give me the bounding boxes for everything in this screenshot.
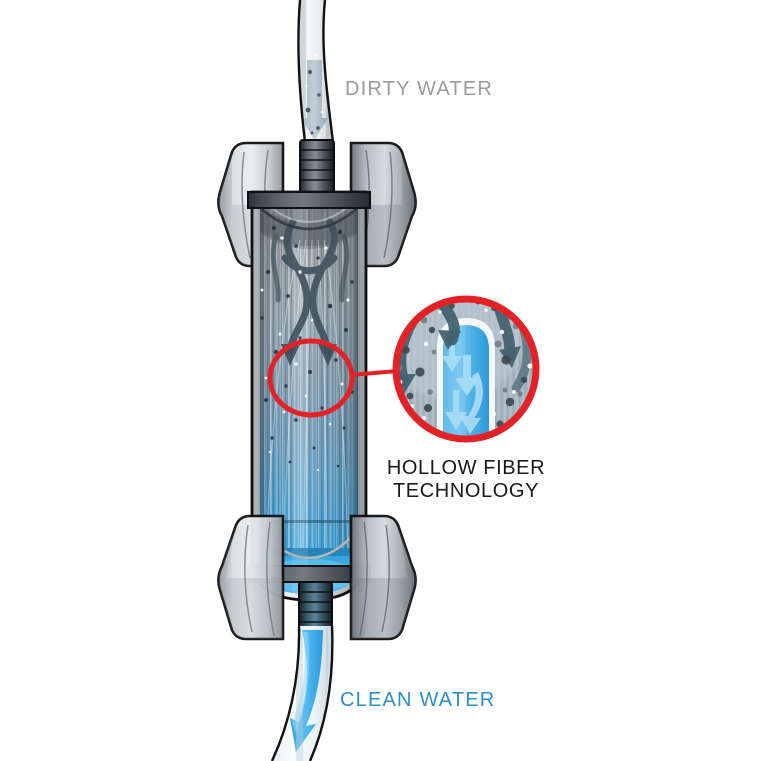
dirty-flow-arrows-2 [270, 233, 350, 303]
inlet-particles [305, 69, 321, 135]
dirty-water-label: DIRTY WATER [345, 78, 493, 100]
callout-source-marker[interactable] [267, 338, 355, 418]
clean-water-arrow [290, 630, 323, 752]
callout-connector [349, 369, 399, 377]
bottom-threaded-connector [298, 581, 333, 631]
dirty-water-arrow [301, 60, 328, 140]
suspended-particles [260, 226, 354, 468]
bottom-wing-grip-left [217, 514, 285, 641]
dirty-flow-arrows [281, 218, 338, 356]
particle-highlights [260, 236, 350, 472]
bottom-wing-grip-right [349, 514, 417, 641]
inlet-hose [297, 0, 335, 143]
outlet-hose [270, 625, 334, 761]
top-threaded-connector [299, 139, 335, 197]
callout-label-line1: HOLLOW FIBER [387, 457, 545, 479]
top-collar [247, 191, 371, 209]
callout-label-line2: TECHNOLOGY [393, 480, 539, 502]
clean-flow-arrows-magnified [442, 338, 483, 434]
filter-housing [247, 190, 371, 602]
clean-water-label: CLEAN WATER [340, 689, 495, 711]
